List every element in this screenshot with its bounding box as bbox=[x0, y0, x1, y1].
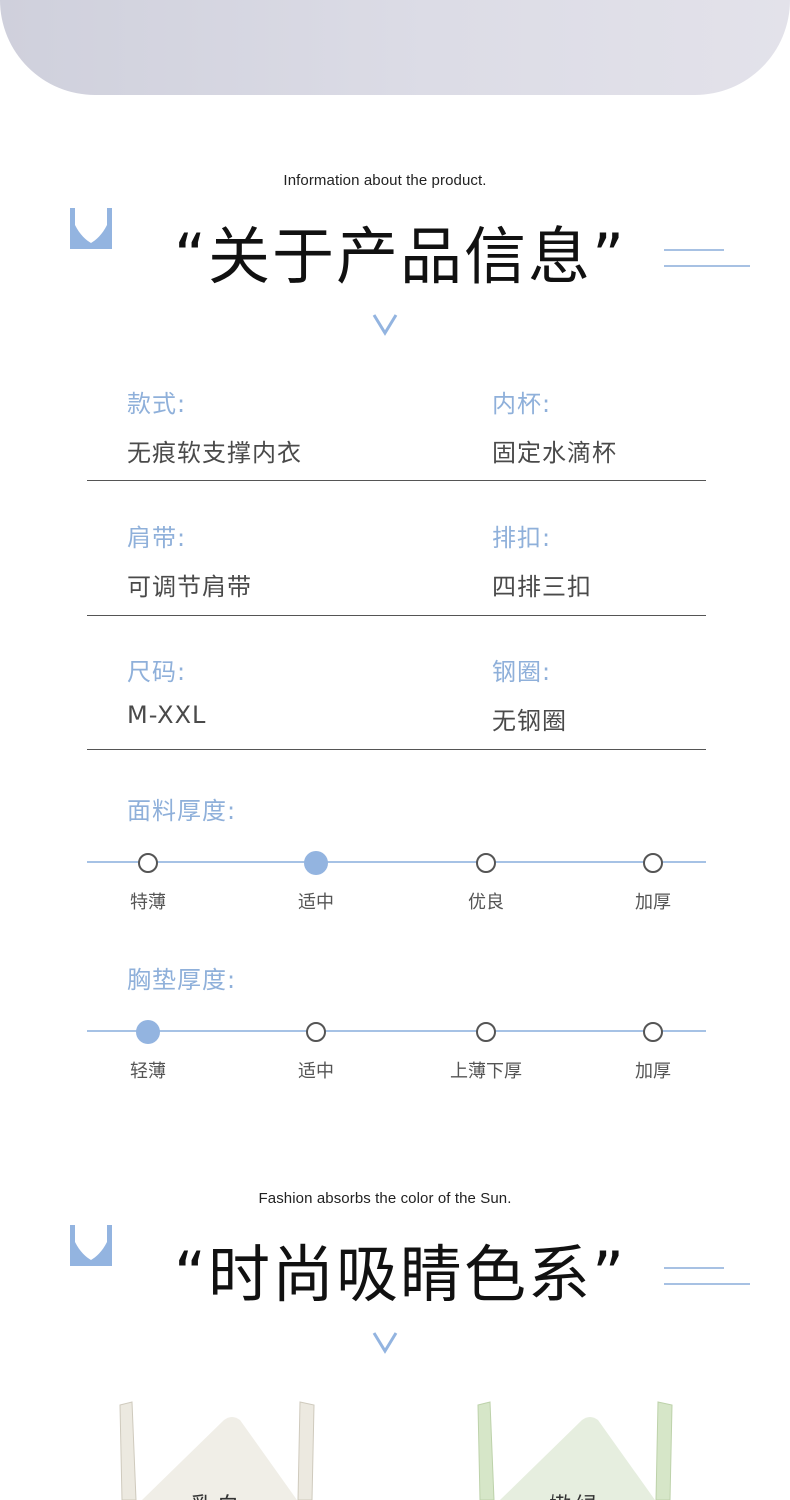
info-style: 款式: 无痕软支撑内衣 bbox=[127, 384, 302, 468]
info-hooks: 排扣: 四排三扣 bbox=[492, 518, 592, 602]
radio-circle-icon[interactable] bbox=[306, 1022, 326, 1042]
info-label: 排扣: bbox=[492, 524, 552, 552]
product-name: 嫩绿 bbox=[470, 1488, 680, 1500]
radio-circle-icon[interactable] bbox=[643, 853, 663, 873]
info-label: 尺码: bbox=[127, 658, 187, 686]
info-value: 无钢圈 bbox=[492, 707, 567, 735]
radio-selected-icon[interactable] bbox=[136, 1020, 160, 1044]
info-label: 钢圈: bbox=[492, 658, 552, 686]
info-cup: 内杯: 固定水滴杯 bbox=[492, 384, 617, 468]
double-line-icon bbox=[664, 1267, 750, 1287]
chevron-down-icon bbox=[372, 1332, 398, 1354]
product-color-ivory[interactable]: 乳白 bbox=[112, 1400, 322, 1500]
info-wire: 钢圈: 无钢圈 bbox=[492, 652, 567, 736]
section-title: “时尚吸睛色系” bbox=[173, 1238, 627, 1311]
fabric-scale-line bbox=[87, 861, 706, 863]
info-value: 无痕软支撑内衣 bbox=[127, 439, 302, 467]
section-subtitle: Fashion absorbs the color of the Sun. bbox=[258, 1190, 512, 1207]
radio-circle-icon[interactable] bbox=[138, 853, 158, 873]
pad-scale-line bbox=[87, 1030, 706, 1032]
radio-selected-icon[interactable] bbox=[304, 851, 328, 875]
scale-option-label: 优良 bbox=[468, 892, 504, 913]
info-value: 可调节肩带 bbox=[127, 573, 252, 601]
product-color-green[interactable]: 嫩绿 bbox=[470, 1400, 680, 1500]
scale-option-label: 加厚 bbox=[635, 1061, 671, 1082]
info-value: M-XXL bbox=[127, 701, 207, 729]
scale-option-label: 适中 bbox=[298, 892, 334, 913]
info-label: 款式: bbox=[127, 390, 187, 418]
double-line-icon bbox=[664, 249, 750, 269]
bra-icon bbox=[70, 1225, 112, 1266]
scale-option-label: 加厚 bbox=[635, 892, 671, 913]
bra-image bbox=[477, 1401, 673, 1500]
pad-thickness-label: 胸垫厚度: bbox=[127, 966, 237, 994]
info-strap: 肩带: 可调节肩带 bbox=[127, 518, 252, 602]
top-banner bbox=[0, 0, 790, 95]
bra-icon bbox=[70, 208, 112, 249]
section-title: “关于产品信息” bbox=[173, 220, 627, 293]
chevron-down-icon bbox=[372, 314, 398, 336]
bra-image bbox=[119, 1401, 315, 1500]
scale-option-label: 轻薄 bbox=[130, 1061, 166, 1082]
info-label: 内杯: bbox=[492, 390, 552, 418]
radio-circle-icon[interactable] bbox=[643, 1022, 663, 1042]
info-value: 四排三扣 bbox=[492, 573, 592, 601]
divider bbox=[87, 480, 706, 481]
scale-option-label: 特薄 bbox=[130, 892, 166, 913]
product-name: 乳白 bbox=[112, 1488, 322, 1500]
section-subtitle: Information about the product. bbox=[283, 172, 487, 189]
scale-option-label: 上薄下厚 bbox=[450, 1061, 522, 1082]
radio-circle-icon[interactable] bbox=[476, 1022, 496, 1042]
info-label: 肩带: bbox=[127, 524, 187, 552]
info-value: 固定水滴杯 bbox=[492, 439, 617, 467]
scale-option-label: 适中 bbox=[298, 1061, 334, 1082]
info-size: 尺码: M-XXL bbox=[127, 652, 206, 729]
divider bbox=[87, 615, 706, 616]
radio-circle-icon[interactable] bbox=[476, 853, 496, 873]
fabric-thickness-label: 面料厚度: bbox=[127, 797, 237, 825]
divider bbox=[87, 749, 706, 750]
